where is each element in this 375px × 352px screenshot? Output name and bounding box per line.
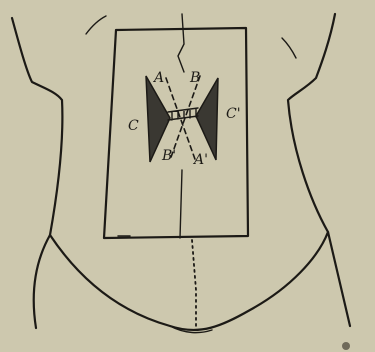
field-outline xyxy=(104,28,248,238)
suture-band xyxy=(168,108,198,120)
right-triangle-flap xyxy=(196,78,218,160)
label-c-left: C xyxy=(128,118,139,134)
label-b-bottom: B' xyxy=(161,148,176,164)
label-a-bottom: A' xyxy=(192,152,208,168)
dotted-seam xyxy=(192,240,196,326)
neck-left-line xyxy=(86,16,106,34)
midline-lower xyxy=(180,170,182,238)
label-c-right: C' xyxy=(226,106,241,122)
label-a-top: A xyxy=(152,70,164,86)
midline-incision xyxy=(178,14,184,72)
torso-right-shoulder xyxy=(288,14,335,232)
neck-right-line xyxy=(282,38,296,58)
label-b-top: B xyxy=(189,70,200,86)
print-speck xyxy=(342,342,350,350)
torso-left-shoulder xyxy=(12,18,62,235)
